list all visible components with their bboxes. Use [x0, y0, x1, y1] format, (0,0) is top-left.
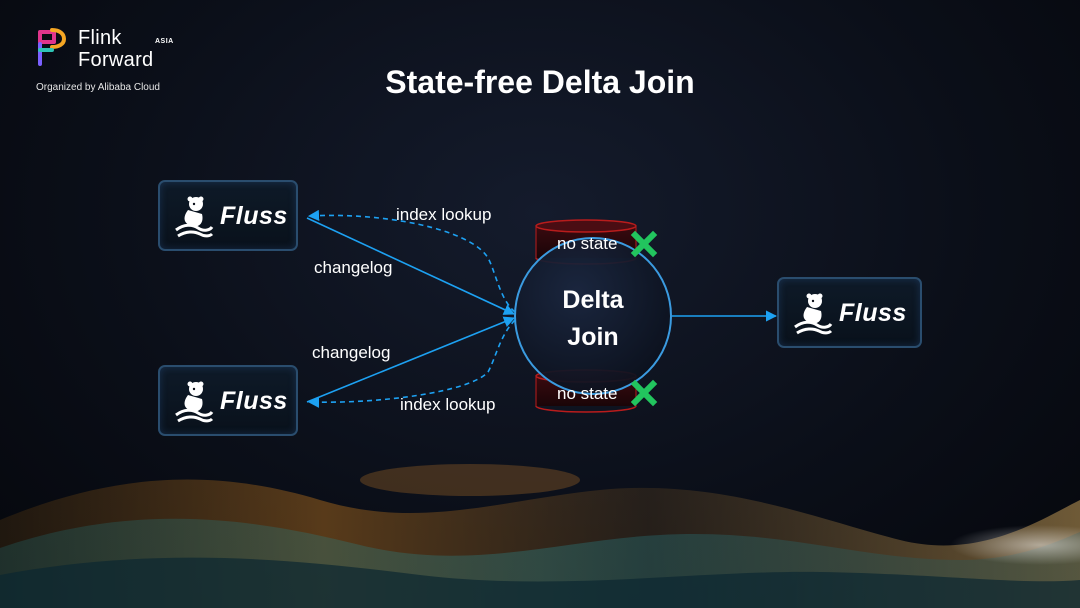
fluss-otter-icon: [794, 293, 833, 335]
label-bottom-lookup: index lookup: [400, 395, 496, 414]
label-bottom-changelog: changelog: [312, 343, 391, 362]
fluss-label: Fluss: [839, 299, 907, 327]
cross-icon: [630, 379, 658, 407]
flink-forward-logo-mark-icon: [38, 28, 67, 66]
delta-join-line1: Delta: [562, 286, 624, 314]
brand-organizer: Organized by Alibaba Cloud: [36, 82, 160, 93]
fluss-otter-icon: [175, 196, 214, 238]
state-store-top-label: no state: [557, 234, 618, 253]
fluss-sink: Fluss: [777, 277, 922, 348]
slide-title: State-free Delta Join: [385, 64, 695, 100]
edge-bottom-lookup: [307, 319, 516, 408]
fluss-otter-icon: [175, 381, 214, 423]
fluss-source-top: Fluss: [158, 180, 298, 251]
edge-top-lookup: [307, 209, 516, 313]
delta-join-line2: Join: [567, 323, 619, 351]
brand-name-line2: Forward: [78, 49, 154, 71]
state-store-bottom-label: no state: [557, 384, 618, 403]
label-top-lookup: index lookup: [396, 205, 492, 224]
brand-badge: ASIA: [155, 38, 174, 45]
flink-forward-logo: Flink Forward ASIA Organized by Alibaba …: [34, 26, 184, 98]
fluss-source-bottom: Fluss: [158, 365, 298, 436]
cross-icon: [630, 230, 658, 258]
fluss-label: Fluss: [220, 387, 288, 415]
brand-name-line1: Flink: [78, 27, 122, 49]
edge-bottom-changelog: [306, 316, 516, 403]
label-top-changelog: changelog: [314, 258, 393, 277]
fluss-label: Fluss: [220, 202, 288, 230]
delta-join-operator: [514, 237, 672, 395]
edge-top-changelog: [306, 217, 516, 315]
